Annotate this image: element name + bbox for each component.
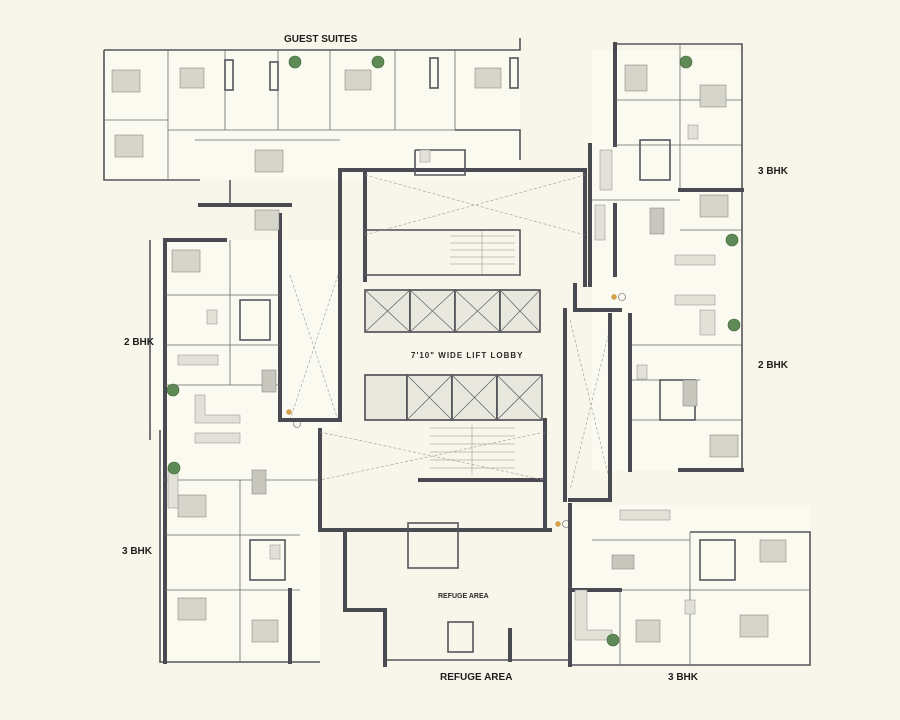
service-core	[278, 168, 622, 532]
refuge-area-inner	[407, 522, 512, 662]
plant-icons	[166, 55, 741, 647]
unit-2bhk-right-label: 2 BHK	[758, 360, 789, 371]
unit-3bhk-left-label: 3 BHK	[122, 546, 153, 557]
unit-3bhk-top-label: 3 BHK	[758, 166, 789, 177]
unit-3bhk-bottom-label: 3 BHK	[668, 672, 699, 683]
labels: GUEST SUITES 3 BHK 2 BHK 2 BHK 3 BHK 3 B…	[122, 34, 789, 683]
outer-walls	[103, 38, 811, 667]
refuge-area-bottom-label: REFUGE AREA	[440, 672, 512, 683]
marker-icons	[286, 293, 626, 528]
lift-lobby-label: 7'10" WIDE LIFT LOBBY	[411, 351, 523, 360]
guest-suites-label: GUEST SUITES	[284, 34, 358, 45]
furniture	[111, 64, 787, 643]
unit-2bhk-left-label: 2 BHK	[124, 337, 155, 348]
refuge-area-inner-label: REFUGE AREA	[438, 593, 489, 600]
